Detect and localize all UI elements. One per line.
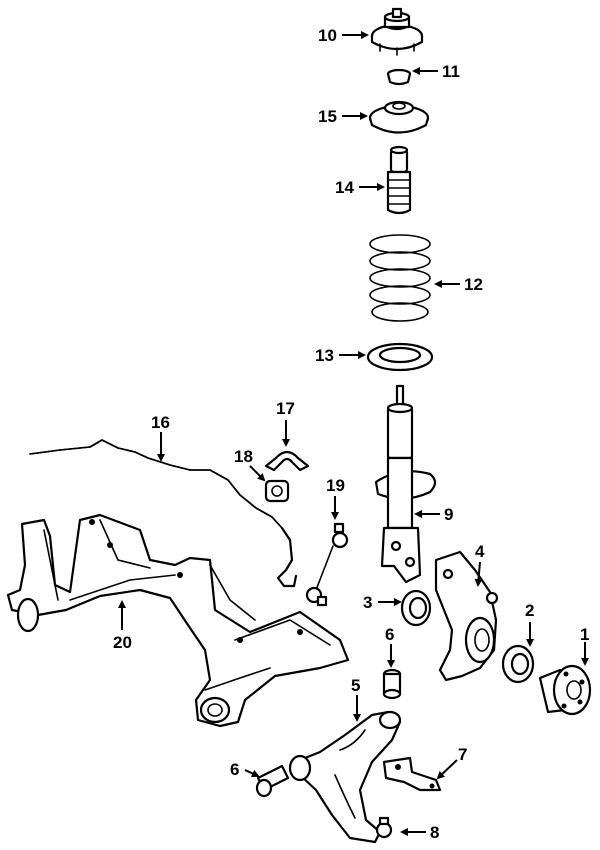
callout-2: 2 bbox=[525, 601, 534, 620]
callout-3: 3 bbox=[363, 593, 372, 612]
control-arm-bracket-part bbox=[382, 756, 442, 792]
stabilizer-bar-part bbox=[29, 439, 298, 588]
callout-6-lower: 6 bbox=[230, 760, 239, 779]
upper-bushing-part bbox=[382, 668, 402, 700]
callout-labels: 1 2 3 4 5 6 6 7 8 9 10 11 12 13 14 15 16… bbox=[113, 26, 589, 842]
callout-15: 15 bbox=[318, 107, 337, 126]
callout-11: 11 bbox=[442, 62, 460, 81]
callout-20: 20 bbox=[113, 633, 132, 652]
mount-bushing-part bbox=[386, 68, 412, 86]
lower-control-arm-part bbox=[288, 710, 402, 844]
wheel-hub-part bbox=[538, 664, 592, 716]
spring-seat-part bbox=[368, 100, 430, 134]
callout-7: 7 bbox=[458, 745, 467, 764]
callout-16: 16 bbox=[151, 413, 170, 432]
strut-mount-part bbox=[370, 7, 424, 56]
subframe-part bbox=[6, 513, 350, 728]
coil-spring-part bbox=[369, 234, 431, 322]
callout-4: 4 bbox=[475, 542, 485, 561]
bolt-part bbox=[255, 764, 290, 798]
callout-1: 1 bbox=[580, 625, 589, 644]
callout-6-upper: 6 bbox=[385, 625, 394, 644]
steering-knuckle-part bbox=[434, 550, 499, 682]
callout-10: 10 bbox=[318, 26, 337, 45]
callout-8: 8 bbox=[430, 823, 439, 842]
callout-14: 14 bbox=[335, 178, 354, 197]
callout-leaders bbox=[118, 31, 589, 836]
callout-9: 9 bbox=[444, 505, 453, 524]
callout-12: 12 bbox=[464, 275, 483, 294]
wheel-bearing-part bbox=[501, 644, 535, 684]
strut-assembly-part bbox=[374, 384, 437, 584]
stabilizer-bracket-part bbox=[264, 450, 310, 472]
callout-17: 17 bbox=[276, 399, 295, 418]
callout-13: 13 bbox=[315, 346, 334, 365]
lower-spring-seat-part bbox=[366, 342, 434, 372]
callout-5: 5 bbox=[351, 676, 360, 695]
callout-19: 19 bbox=[326, 476, 345, 495]
callout-18: 18 bbox=[234, 447, 253, 466]
seal-part bbox=[400, 589, 432, 627]
stabilizer-bushing-part bbox=[264, 479, 290, 503]
stabilizer-link-part bbox=[305, 522, 349, 607]
bump-stop-part bbox=[386, 145, 412, 215]
ball-joint-part bbox=[375, 816, 393, 839]
